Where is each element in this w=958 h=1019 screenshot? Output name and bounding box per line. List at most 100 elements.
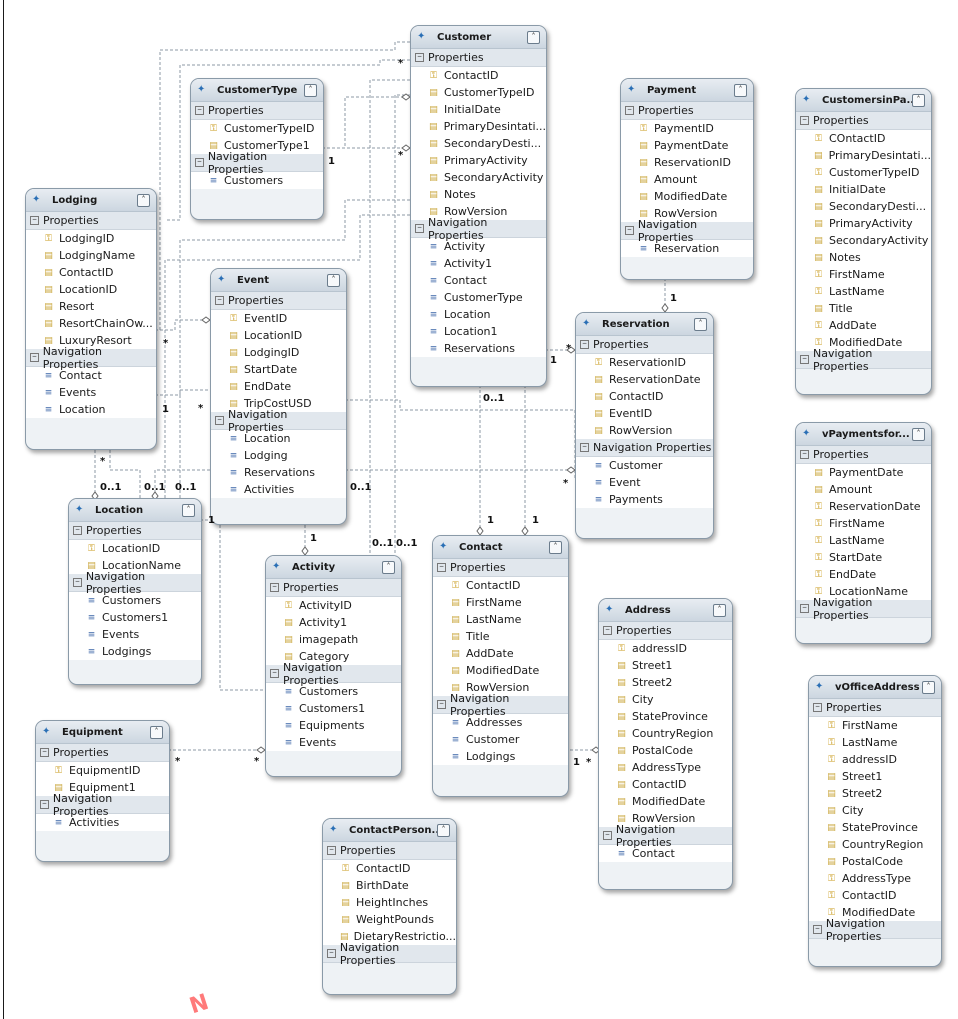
navigation-property[interactable]: ≡Customer (433, 731, 568, 748)
navigation-property[interactable]: ≡Lodging (211, 447, 346, 464)
property[interactable]: ⚿EndDate (796, 566, 931, 583)
property[interactable]: ▤ContactID (576, 388, 713, 405)
section-toggle-icon[interactable]: − (327, 949, 336, 958)
section-toggle-icon[interactable]: − (415, 53, 424, 62)
property[interactable]: ▤InitialDate (411, 101, 546, 118)
property[interactable]: ▤CustomerTypeID (411, 84, 546, 101)
entity-vpaymentsfor[interactable]: ✦vPaymentsfor...˄−Properties▤PaymentDate… (795, 422, 932, 644)
property[interactable]: ▤Notes (796, 249, 931, 266)
section-toggle-icon[interactable]: − (437, 700, 446, 709)
property[interactable]: ▤Resort (26, 298, 156, 315)
property[interactable]: ▤LocationName (69, 557, 201, 574)
entity-header[interactable]: ✦Equipment˄ (36, 721, 169, 744)
property[interactable]: ▤CountryRegion (599, 725, 732, 742)
property[interactable]: ▤FirstName (433, 594, 568, 611)
collapse-icon[interactable]: ˄ (734, 83, 747, 97)
collapse-icon[interactable]: ˄ (694, 317, 707, 331)
property[interactable]: ▤AddDate (433, 645, 568, 662)
entity-header[interactable]: ✦Location˄ (69, 499, 201, 522)
entity-contactperson[interactable]: ✦ContactPerson...˄−Properties⚿ContactID▤… (322, 818, 457, 995)
collapse-icon[interactable]: ˄ (150, 725, 163, 739)
properties-header[interactable]: −Properties (26, 212, 156, 230)
navigation-property[interactable]: ≡Contact (599, 845, 732, 862)
property[interactable]: ▤BirthDate (323, 877, 456, 894)
section-toggle-icon[interactable]: − (603, 831, 612, 840)
navigation-property[interactable]: ≡Contact (411, 272, 546, 289)
entity-reservation[interactable]: ✦Reservation˄−Properties⚿ReservationID▤R… (575, 312, 714, 539)
entity-header[interactable]: ✦Reservation˄ (576, 313, 713, 336)
navigation-property[interactable]: ≡Contact (26, 367, 156, 384)
property[interactable]: ⚿FirstName (796, 266, 931, 283)
navigation-property[interactable]: ≡Customers (69, 592, 201, 609)
property[interactable]: ▤Amount (796, 481, 931, 498)
entity-header[interactable]: ✦Lodging˄ (26, 189, 156, 212)
property[interactable]: ▤Amount (621, 171, 753, 188)
entity-equipment[interactable]: ✦Equipment˄−Properties⚿EquipmentID▤Equip… (35, 720, 170, 862)
property[interactable]: ▤RowVersion (576, 422, 713, 439)
property[interactable]: ▤EventID (576, 405, 713, 422)
property[interactable]: ⚿ReservationDate (796, 498, 931, 515)
property[interactable]: ⚿CustomerTypeID (191, 120, 323, 137)
collapse-icon[interactable]: ˄ (549, 540, 562, 554)
entity-location[interactable]: ✦Location˄−Properties⚿LocationID▤Locatio… (68, 498, 202, 685)
collapse-icon[interactable]: ˄ (527, 30, 540, 44)
section-toggle-icon[interactable]: − (625, 226, 634, 235)
entity-header[interactable]: ✦vPaymentsfor...˄ (796, 423, 931, 446)
property[interactable]: ⚿StartDate (796, 549, 931, 566)
property[interactable]: ⚿ModifiedDate (809, 904, 941, 921)
navigation-properties-header[interactable]: −Navigation Properties (26, 345, 156, 371)
collapse-icon[interactable]: ˄ (304, 83, 317, 97)
property[interactable]: ⚿AddDate (796, 317, 931, 334)
property[interactable]: ⚿ContactID (411, 67, 546, 84)
property[interactable]: ⚿ContactID (809, 887, 941, 904)
property[interactable]: ▤Street2 (599, 674, 732, 691)
property[interactable]: ⚿ContactID (433, 577, 568, 594)
property[interactable]: ▤Street2 (809, 785, 941, 802)
property[interactable]: ▤RowVersion (599, 810, 732, 827)
section-toggle-icon[interactable]: − (73, 578, 82, 587)
properties-header[interactable]: −Properties (621, 102, 753, 120)
property[interactable]: ⚿LodgingID (26, 230, 156, 247)
property[interactable]: ⚿FirstName (809, 717, 941, 734)
section-toggle-icon[interactable]: − (73, 526, 82, 535)
navigation-property[interactable]: ≡Activity (411, 238, 546, 255)
navigation-property[interactable]: ≡Customers1 (69, 609, 201, 626)
property[interactable]: ▤City (809, 802, 941, 819)
section-toggle-icon[interactable]: − (580, 340, 589, 349)
collapse-icon[interactable]: ˄ (912, 427, 925, 441)
properties-header[interactable]: −Properties (191, 102, 323, 120)
property[interactable]: ⚿LastName (796, 283, 931, 300)
properties-header[interactable]: −Properties (36, 744, 169, 762)
property[interactable]: ▤PaymentDate (796, 464, 931, 481)
section-toggle-icon[interactable]: − (270, 669, 279, 678)
property[interactable]: ▤ResortChainOw... (26, 315, 156, 332)
section-toggle-icon[interactable]: − (603, 626, 612, 635)
entity-header[interactable]: ✦CustomersinPa...˄ (796, 89, 931, 112)
navigation-property[interactable]: ≡Customer (576, 457, 713, 474)
navigation-properties-header[interactable]: −Navigation Properties (411, 216, 546, 242)
navigation-properties-header[interactable]: −Navigation Properties (69, 570, 201, 596)
navigation-properties-header[interactable]: −Navigation Properties (211, 408, 346, 434)
collapse-icon[interactable]: ˄ (327, 273, 340, 287)
property[interactable]: ▤DietaryRestrictio... (323, 928, 456, 945)
section-toggle-icon[interactable]: − (195, 106, 204, 115)
property[interactable]: ▤StateProvince (599, 708, 732, 725)
navigation-properties-header[interactable]: −Navigation Properties (191, 150, 323, 176)
navigation-property[interactable]: ≡Location (211, 430, 346, 447)
navigation-property[interactable]: ≡Location1 (411, 323, 546, 340)
entity-address[interactable]: ✦Address˄−Properties⚿addressID▤Street1▤S… (598, 598, 733, 890)
navigation-property[interactable]: ≡Events (26, 384, 156, 401)
properties-header[interactable]: −Properties (433, 559, 568, 577)
section-toggle-icon[interactable]: − (800, 604, 809, 613)
properties-header[interactable]: −Properties (266, 579, 401, 597)
property[interactable]: ▤Equipment1 (36, 779, 169, 796)
property[interactable]: ⚿LocationName (796, 583, 931, 600)
property[interactable]: ⚿LocationID (69, 540, 201, 557)
navigation-properties-header[interactable]: −Navigation Properties (809, 917, 941, 943)
property[interactable]: ▤StateProvince (809, 819, 941, 836)
properties-header[interactable]: −Properties (576, 336, 713, 354)
property[interactable]: ⚿LastName (796, 532, 931, 549)
navigation-property[interactable]: ≡Activities (211, 481, 346, 498)
property[interactable]: ⚿addressID (599, 640, 732, 657)
navigation-properties-header[interactable]: −Navigation Properties (796, 347, 931, 373)
